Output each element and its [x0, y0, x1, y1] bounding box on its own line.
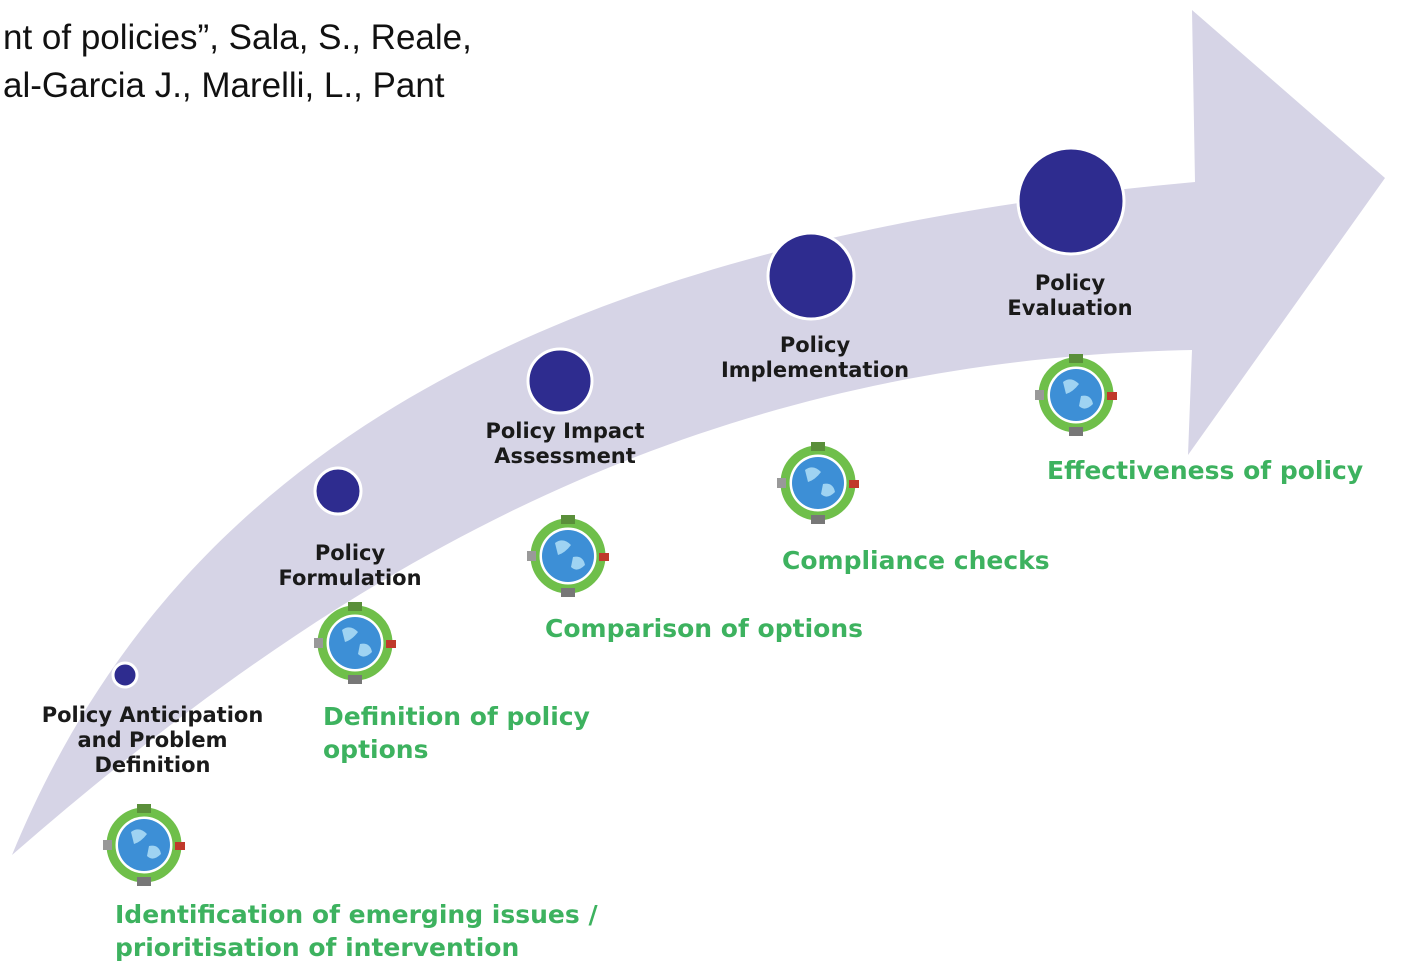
stage-label-impact-assessment: Policy Impact Assessment: [485, 419, 645, 468]
stage-dot-5: [1016, 146, 1126, 256]
activity-effectiveness: Effectiveness of policy: [1047, 456, 1364, 485]
activity-compliance: Compliance checks: [782, 546, 1050, 575]
stage-label-evaluation: Policy Evaluation: [1007, 271, 1133, 320]
stage-dot-2: [313, 466, 363, 516]
citation-line-2: al-Garcia J., Marelli, L., Pant: [3, 66, 445, 105]
activity-definition: Definition of policy options: [323, 702, 590, 764]
stage-dot-1: [111, 661, 139, 689]
globe-cycle-icon: [527, 515, 609, 597]
activity-identification: Identification of emerging issues / prio…: [115, 900, 598, 962]
activity-comparison: Comparison of options: [545, 614, 863, 643]
stage-dot-3: [526, 347, 594, 415]
globe-cycle-icon: [103, 804, 185, 886]
stage-label-anticipation: Policy Anticipation and Problem Definiti…: [41, 703, 264, 777]
stage-label-implementation: Policy Implementation: [720, 333, 910, 382]
globe-cycle-icon: [777, 442, 859, 524]
globe-cycle-icon: [314, 602, 396, 684]
globe-cycle-icon: [1035, 354, 1117, 436]
stage-dot-4: [766, 231, 856, 321]
stage-label-formulation: Policy Formulation: [278, 541, 422, 590]
citation-line-1: nt of policies”, Sala, S., Reale,: [3, 18, 472, 57]
